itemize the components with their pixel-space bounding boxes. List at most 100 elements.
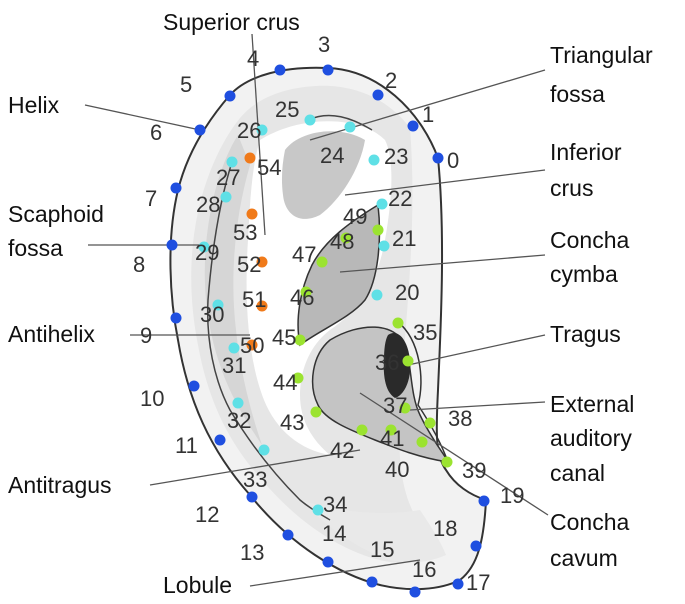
landmark-number-7: 7 (145, 186, 157, 211)
landmark-number-37: 37 (383, 393, 407, 418)
label-scaphoid-fossa-line2: fossa (8, 235, 63, 261)
landmark-dot-15 (366, 576, 378, 588)
landmark-dot-26 (256, 124, 268, 136)
landmark-number-54: 54 (257, 155, 281, 180)
landmark-number-32: 32 (227, 408, 251, 433)
landmark-number-41: 41 (380, 426, 404, 451)
landmark-dot-20 (371, 289, 383, 301)
landmark-number-39: 39 (462, 458, 486, 483)
landmark-dot-38 (424, 417, 436, 429)
landmark-dot-16 (409, 586, 421, 598)
landmark-dot-28 (220, 191, 232, 203)
landmark-number-27: 27 (216, 165, 240, 190)
landmark-dot-25 (304, 114, 316, 126)
landmark-number-20: 20 (395, 280, 419, 305)
landmark-dot-11 (214, 434, 226, 446)
landmark-dot-49 (372, 224, 384, 236)
lobule-region (300, 500, 446, 563)
landmark-number-45: 45 (272, 325, 296, 350)
landmark-dot-1 (407, 120, 419, 132)
landmark-dot-19 (478, 495, 490, 507)
label-scaphoid-fossa-line1: Scaphoid (8, 201, 104, 227)
tragus-edge (397, 321, 449, 463)
landmark-number-5: 5 (180, 72, 192, 97)
landmark-number-30: 30 (200, 302, 224, 327)
landmark-number-29: 29 (195, 240, 219, 265)
landmark-dot-45 (294, 334, 306, 346)
landmark-dot-53 (246, 208, 258, 220)
label-lobule: Lobule (163, 572, 232, 598)
landmark-number-11: 11 (175, 433, 198, 458)
landmark-points: 0123456789101112131415161718192021222324… (133, 32, 524, 598)
label-antihelix: Antihelix (8, 321, 95, 347)
landmark-dot-9 (170, 312, 182, 324)
landmark-dot-41 (385, 424, 397, 436)
landmark-dot-2 (372, 89, 384, 101)
label-concha-cavum-line2: cavum (550, 545, 618, 571)
landmark-dot-14 (322, 556, 334, 568)
label-external-auditory-canal-line3: canal (550, 460, 605, 486)
label-external-auditory-canal-line2: auditory (550, 425, 632, 451)
landmark-number-12: 12 (195, 502, 219, 527)
landmark-number-16: 16 (412, 557, 436, 582)
ear-shape (169, 66, 488, 591)
landmark-number-17: 17 (466, 570, 490, 595)
landmark-number-31: 31 (222, 353, 246, 378)
landmark-dot-48 (340, 232, 352, 244)
landmark-dot-46 (300, 286, 312, 298)
landmark-number-1: 1 (422, 102, 434, 127)
landmark-dot-30 (212, 299, 224, 311)
landmark-number-26: 26 (237, 118, 261, 143)
landmark-dot-3 (322, 64, 334, 76)
landmark-number-38: 38 (448, 406, 472, 431)
landmark-dot-42 (356, 424, 368, 436)
label-superior-crus: Superior crus (163, 9, 300, 35)
landmark-dot-50 (246, 339, 258, 351)
landmark-number-2: 2 (385, 68, 397, 93)
landmark-number-28: 28 (196, 192, 220, 217)
landmark-dot-43 (310, 406, 322, 418)
landmark-number-4: 4 (247, 46, 259, 71)
landmark-number-33: 33 (243, 467, 267, 492)
landmark-dot-12 (246, 491, 258, 503)
landmark-number-0: 0 (447, 148, 459, 173)
label-triangular-fossa-line1: Triangular (550, 42, 653, 68)
landmark-dot-8 (166, 239, 178, 251)
landmark-number-9: 9 (140, 323, 152, 348)
landmark-number-40: 40 (385, 457, 409, 482)
external-auditory-canal-region (383, 332, 411, 398)
landmark-dot-24 (344, 121, 356, 133)
landmark-number-8: 8 (133, 252, 145, 277)
landmark-dot-54 (244, 152, 256, 164)
landmark-dot-10 (188, 380, 200, 392)
landmark-dot-32 (232, 397, 244, 409)
landmark-number-53: 53 (233, 220, 257, 245)
landmark-number-23: 23 (384, 144, 408, 169)
landmark-number-43: 43 (280, 410, 304, 435)
landmark-number-46: 46 (290, 285, 314, 310)
landmark-number-15: 15 (370, 537, 394, 562)
label-helix: Helix (8, 92, 60, 118)
triangular-fossa-region (281, 131, 365, 219)
landmark-dot-23 (368, 154, 380, 166)
landmark-number-19: 19 (500, 483, 524, 508)
landmark-dot-7 (170, 182, 182, 194)
label-antitragus: Antitragus (8, 472, 112, 498)
landmark-dot-36 (402, 355, 414, 367)
landmark-dot-47 (316, 256, 328, 268)
label-triangular-fossa-line2: fossa (550, 81, 605, 107)
landmark-number-49: 49 (343, 204, 367, 229)
landmark-number-6: 6 (150, 120, 162, 145)
landmark-number-34: 34 (323, 492, 347, 517)
landmark-dot-37 (399, 402, 411, 414)
label-external-auditory-canal-line1: External (550, 391, 634, 417)
landmark-number-14: 14 (322, 521, 346, 546)
landmark-dot-13 (282, 529, 294, 541)
region-labels: Superior crus Helix Scaphoid fossa Antih… (8, 9, 653, 598)
landmark-number-48: 48 (330, 229, 354, 254)
landmark-dot-5 (224, 90, 236, 102)
landmark-number-44: 44 (273, 370, 297, 395)
landmark-dot-4 (274, 64, 286, 76)
